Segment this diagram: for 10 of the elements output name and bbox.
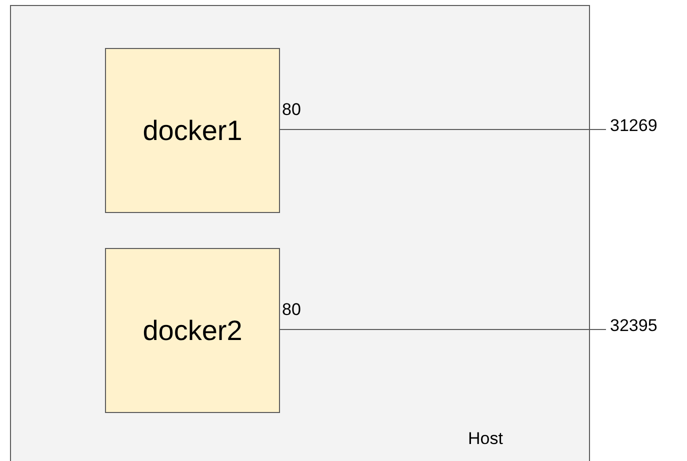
port-label: 31269: [610, 113, 670, 139]
container-box: docker1: [105, 48, 280, 213]
host-box: [10, 5, 590, 461]
connector-line: [278, 329, 606, 330]
edge-label: 80: [282, 100, 301, 118]
container-box: docker2: [105, 248, 280, 413]
port-label: 32395: [610, 313, 670, 339]
connector-line: [278, 129, 606, 130]
host-label: Host: [468, 428, 503, 450]
edge-label: 80: [282, 300, 301, 318]
